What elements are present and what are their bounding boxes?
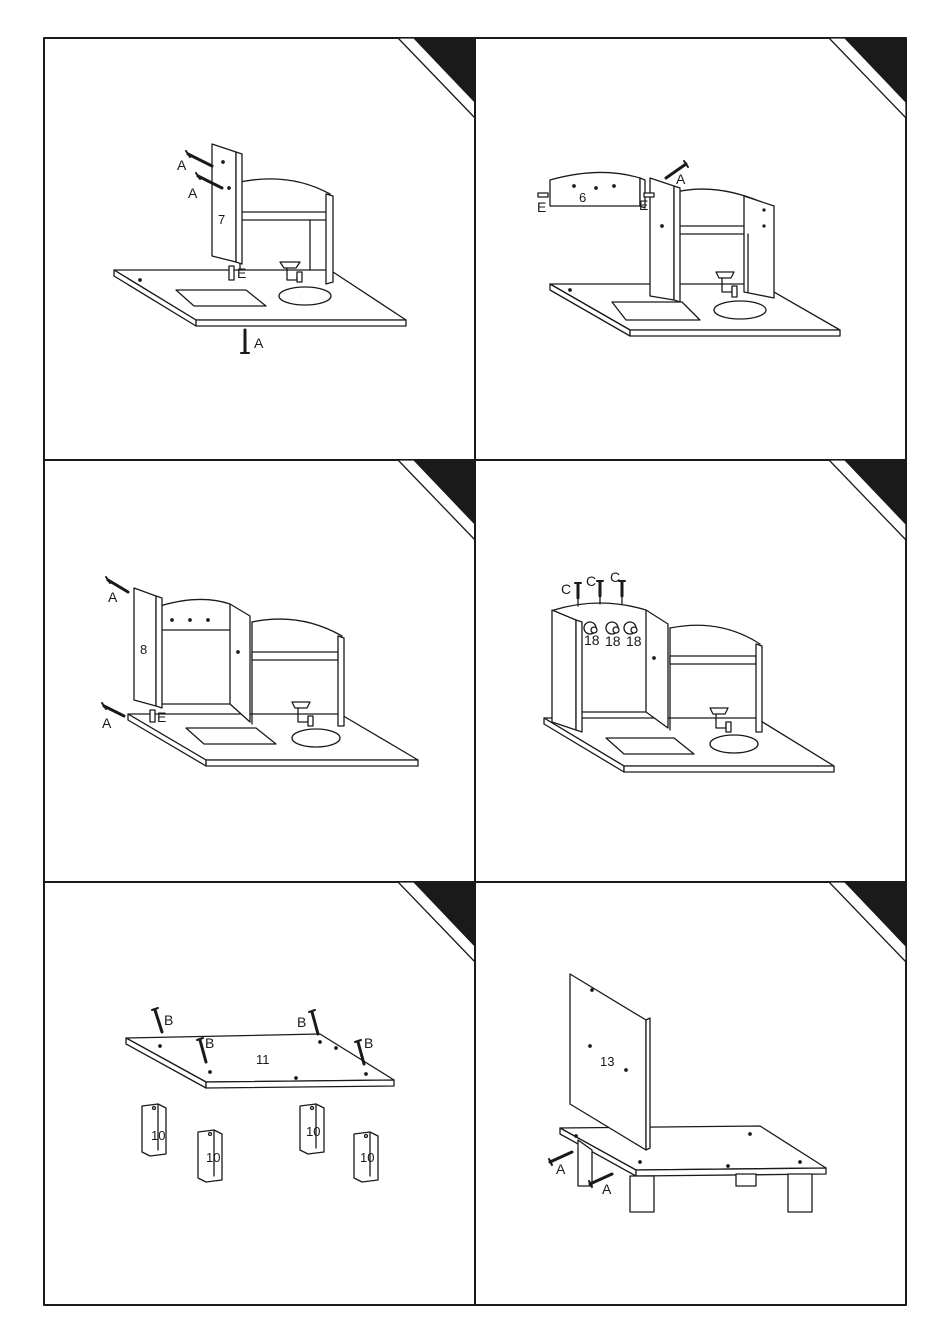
side-panel [552, 610, 582, 732]
screw-label: A [602, 1181, 612, 1197]
back-panel: 13 [570, 974, 650, 1150]
leg: 10 [198, 1130, 222, 1182]
corner-tab [829, 882, 906, 962]
panel-number: 7 [218, 212, 225, 227]
dowel-label: E [157, 709, 166, 725]
screw-label: C [586, 573, 596, 589]
leg: 10 [300, 1104, 324, 1154]
shelf-unit [676, 189, 774, 298]
leg-number: 10 [306, 1124, 320, 1139]
leg-number: 10 [360, 1150, 374, 1165]
step-panel-3: 8 A A E [44, 460, 475, 882]
screw-label: A [102, 715, 112, 731]
sink-base-board [544, 718, 834, 772]
panel-number: 11 [256, 1052, 270, 1067]
leg [788, 1174, 812, 1212]
corner-tab [398, 460, 475, 540]
screw-label: A [108, 589, 118, 605]
sink-base-board [550, 284, 840, 336]
corner-tab [829, 38, 906, 118]
sink-base-board [128, 714, 418, 766]
corner-tab [398, 38, 475, 118]
leg-number: 10 [206, 1150, 220, 1165]
screw-label: A [188, 185, 198, 201]
screw [597, 581, 603, 604]
screw [152, 1008, 162, 1032]
step-panel-4: 18 18 18 C C C [475, 460, 906, 882]
dowel-label: E [537, 199, 546, 215]
leg [736, 1174, 756, 1186]
dowel [538, 193, 548, 197]
leg: 10 [142, 1104, 166, 1156]
knob-label: 18 [584, 632, 600, 648]
screw-label: B [205, 1035, 214, 1051]
dowel [150, 710, 155, 722]
corner-tab [398, 882, 475, 962]
step-panel-2: 6 E E A [475, 38, 906, 460]
screw [241, 330, 249, 353]
dowel-label: E [639, 197, 648, 213]
tabletop-board [560, 1126, 826, 1176]
step-panel-6: 13 A A [475, 882, 906, 1305]
panel-number: 6 [579, 190, 586, 205]
dowel-label: E [237, 265, 246, 281]
side-panel: 8 [134, 588, 162, 708]
screw [309, 1010, 318, 1034]
step-panel-1: 7 A A E A [44, 38, 475, 460]
knob-label: 18 [605, 633, 621, 649]
screw-label: B [297, 1014, 306, 1030]
screw-label: B [364, 1035, 373, 1051]
corner-tab [829, 460, 906, 540]
screw-label: A [676, 171, 686, 187]
screw-label: B [164, 1012, 173, 1028]
leg-number: 10 [151, 1128, 165, 1143]
side-panel: 7 [212, 144, 242, 264]
screw-label: C [610, 569, 620, 585]
screw [186, 151, 212, 166]
screw-label: C [561, 581, 571, 597]
panel-number: 8 [140, 642, 147, 657]
back-rail-assembly [160, 599, 250, 722]
tabletop-board: 11 [126, 1034, 394, 1088]
panel-number: 13 [600, 1054, 614, 1069]
step-panel-5: 11 B B B B 10 10 10 10 [44, 882, 475, 1305]
screw-label: A [254, 335, 264, 351]
leg [630, 1176, 654, 1212]
screw-label: A [177, 157, 187, 173]
sink-base-board [114, 270, 406, 326]
back-rail: 6 [550, 172, 645, 208]
knob-label: 18 [626, 633, 642, 649]
dowel [229, 266, 234, 280]
screw-label: A [556, 1161, 566, 1177]
screw [575, 583, 581, 606]
leg: 10 [354, 1132, 378, 1182]
